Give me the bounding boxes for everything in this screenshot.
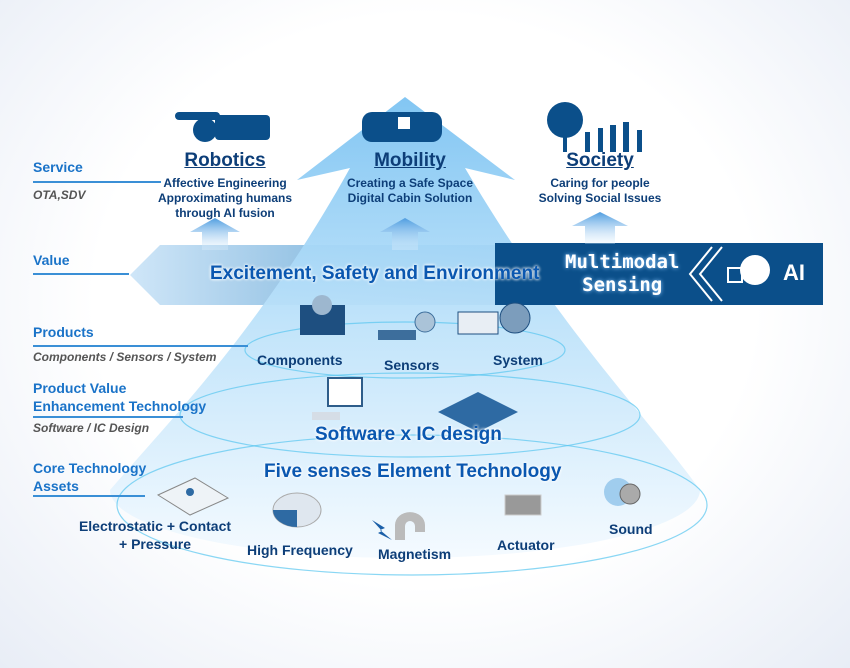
- core-electrostatic: Electrostatic + Contact + Pressure: [60, 517, 250, 553]
- product-sensors: Sensors: [384, 357, 440, 373]
- robotics-desc-2: Approximating humans: [157, 191, 292, 205]
- value-text: Excitement, Safety and Environment: [210, 263, 540, 284]
- robot-hand-icon: [175, 112, 270, 142]
- label-enhancement: Product Value Enhancement Technology: [33, 379, 206, 415]
- service-society: Society Caring for people Solving Social…: [520, 150, 680, 206]
- label-enhancement-line2: Enhancement Technology: [33, 398, 207, 414]
- sound-speaker-icon: [604, 478, 641, 506]
- label-core-line1: Core Technology: [33, 460, 147, 476]
- sensor-icon: [378, 311, 436, 340]
- actuator-icon: [504, 494, 542, 516]
- label-value: Value: [33, 252, 70, 268]
- car-chip-icon: [362, 112, 442, 142]
- computer-icon: [312, 377, 363, 420]
- core-actuator: Actuator: [497, 537, 555, 553]
- robotics-desc-3: through AI fusion: [175, 206, 275, 220]
- multimodal-line1: Multimodal: [565, 251, 680, 273]
- mobility-title[interactable]: Mobility: [374, 150, 446, 171]
- label-service-sub: OTA,SDV: [33, 188, 86, 202]
- label-core-line2: Assets: [33, 478, 79, 494]
- society-desc-2: Solving Social Issues: [538, 191, 662, 205]
- service-mobility: Mobility Creating a Safe Space Digital C…: [330, 150, 490, 206]
- up-arrow-robotics: [190, 218, 240, 250]
- robotics-title[interactable]: Robotics: [184, 150, 266, 171]
- core-magnetism: Magnetism: [378, 546, 452, 562]
- core-title: Five senses Element Technology: [264, 461, 562, 482]
- tree-people-icon: [547, 102, 642, 152]
- ai-label: AI: [783, 260, 805, 285]
- core-high-frequency: High Frequency: [247, 542, 353, 558]
- label-products-sub: Components / Sensors / System: [33, 350, 217, 364]
- label-core: Core Technology Assets: [33, 459, 146, 495]
- ic-chip-icon: [438, 392, 518, 432]
- enhancement-text: Software x IC design: [315, 424, 502, 445]
- society-title[interactable]: Society: [566, 150, 634, 171]
- up-arrow-mobility: [380, 218, 430, 250]
- electrostatic-line1: Electrostatic + Contact: [78, 518, 232, 534]
- product-components: Components: [257, 352, 343, 368]
- magnet-icon: [395, 512, 425, 540]
- electrostatic-line2: + Pressure: [119, 536, 191, 552]
- label-products: Products: [33, 324, 94, 340]
- mobility-desc-1: Creating a Safe Space: [346, 176, 474, 190]
- society-desc-1: Caring for people: [550, 176, 650, 190]
- label-enhancement-line1: Product Value: [33, 380, 127, 396]
- multimodal-sensing: Multimodal Sensing: [565, 251, 679, 297]
- robotics-desc-1: Affective Engineering: [163, 176, 287, 190]
- multimodal-line2: Sensing: [582, 274, 663, 296]
- system-speaker-icon: [457, 302, 531, 335]
- product-system: System: [493, 352, 543, 368]
- ai-head-icon: [727, 255, 770, 285]
- switch-component-icon: [300, 295, 345, 335]
- service-robotics: Robotics Affective Engineering Approxima…: [145, 150, 305, 221]
- mobility-desc-2: Digital Cabin Solution: [347, 191, 473, 205]
- label-enhancement-sub: Software / IC Design: [33, 421, 150, 435]
- label-service: Service: [33, 159, 83, 175]
- core-sound: Sound: [609, 521, 653, 537]
- touch-panel-icon: [156, 477, 230, 516]
- up-arrow-society: [572, 212, 628, 244]
